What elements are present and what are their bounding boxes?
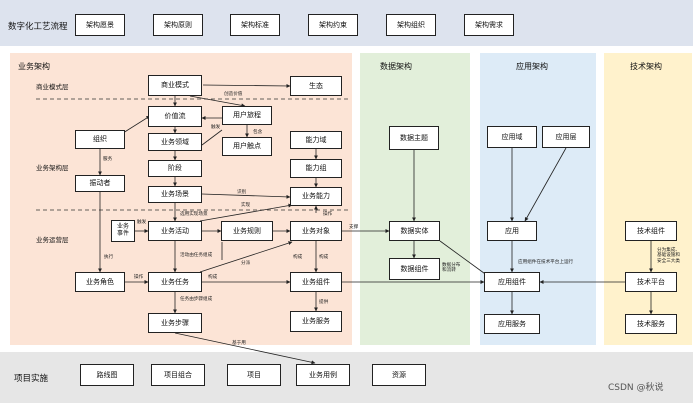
top-item-vision[interactable]: 架构愿景 xyxy=(75,14,125,36)
bottom-item-resources[interactable]: 资源 xyxy=(372,364,426,386)
edge-label-data-dist: 数据分布 和流转 xyxy=(442,263,461,274)
bottom-item-portfolio[interactable]: 项目组合 xyxy=(151,364,205,386)
node-app-component[interactable]: 应用组件 xyxy=(484,272,540,292)
top-item-organization[interactable]: 架构组织 xyxy=(386,14,436,36)
edge-label-app-run: 应用组件在技术平台上运行 xyxy=(518,260,574,265)
node-tech-service[interactable]: 技术服务 xyxy=(625,314,677,334)
edge-label-trigger2: 触发 xyxy=(137,220,147,225)
node-app-domain[interactable]: 应用域 xyxy=(487,126,537,148)
top-item-requirements[interactable]: 架构需求 xyxy=(464,14,514,36)
node-app-service[interactable]: 应用服务 xyxy=(484,314,540,334)
edge-label-identify: 识别 xyxy=(237,190,247,195)
node-business-component[interactable]: 业务组件 xyxy=(290,272,342,292)
app-title: 应用架构 xyxy=(516,62,548,71)
edge-label-operate: 操作 xyxy=(323,212,333,217)
layer-model: 商业模式层 xyxy=(36,83,69,91)
edge-label-implement: 实现 xyxy=(241,203,251,208)
edge-label-support: 支撑 xyxy=(349,225,359,230)
node-business-model[interactable]: 商业模式 xyxy=(148,75,202,96)
app-panel xyxy=(480,53,596,345)
top-item-constraints[interactable]: 架构约束 xyxy=(308,14,358,36)
node-stage[interactable]: 阶段 xyxy=(148,160,202,177)
tech-panel xyxy=(604,53,692,345)
top-title: 数字化工艺流程 xyxy=(8,22,68,32)
edge-label-include: 包含 xyxy=(253,130,263,135)
node-business-domain[interactable]: 业务领域 xyxy=(148,133,202,151)
data-title: 数据架构 xyxy=(380,62,412,71)
node-org[interactable]: 组织 xyxy=(75,130,125,149)
edge-label-execute: 执行 xyxy=(104,255,114,260)
layer-arch: 业务架构层 xyxy=(36,164,69,172)
node-ecology[interactable]: 生态 xyxy=(290,76,342,96)
node-user-journey[interactable]: 用户旅程 xyxy=(222,106,272,125)
node-business-object[interactable]: 业务对象 xyxy=(290,221,342,241)
csdn-watermark: CSDN @秋说 xyxy=(608,383,664,393)
node-business-capability[interactable]: 业务能力 xyxy=(290,187,342,206)
node-capability-domain[interactable]: 能力域 xyxy=(290,131,342,149)
node-tech-component[interactable]: 技术组件 xyxy=(625,221,677,241)
edge-label-serve: 服务 xyxy=(103,157,113,162)
node-app-layer[interactable]: 应用层 xyxy=(542,126,590,148)
edge-label-compose3: 构成 xyxy=(208,275,218,280)
edge-label-operate2: 操作 xyxy=(134,275,144,280)
node-data-topic[interactable]: 数据主题 xyxy=(389,126,439,150)
node-tech-platform[interactable]: 技术平台 xyxy=(625,272,677,292)
data-panel xyxy=(360,53,470,345)
edge-label-activity-task: 活动由任务组成 xyxy=(180,253,213,258)
node-data-entity[interactable]: 数据实体 xyxy=(389,221,440,241)
edge-label-tech-note: 分为集成、 基础设施和 安全三大类 xyxy=(657,248,680,264)
edge-label-compose1: 构成 xyxy=(293,255,303,260)
business-title: 业务架构 xyxy=(18,62,50,71)
edge-label-task-steps: 任务由步骤组成 xyxy=(180,297,213,302)
node-business-rule[interactable]: 业务规则 xyxy=(221,221,273,241)
edge-label-compose2: 构成 xyxy=(319,255,329,260)
node-app[interactable]: 应用 xyxy=(487,221,537,241)
bottom-title: 项目实施 xyxy=(14,374,49,384)
bottom-item-roadmap[interactable]: 路线图 xyxy=(80,364,134,386)
edge-label-assign: 分派 xyxy=(241,261,251,266)
edge-label-create-value: 创造价值 xyxy=(224,92,243,97)
edge-label-based-on: 基于用 xyxy=(232,341,246,346)
node-business-scenario[interactable]: 业务场景 xyxy=(148,186,202,203)
node-capability-group[interactable]: 能力组 xyxy=(290,159,342,178)
tech-title: 技术架构 xyxy=(630,62,662,71)
top-item-standards[interactable]: 架构标准 xyxy=(230,14,280,36)
edge-label-contains-scene: 选用实现场景 xyxy=(180,212,208,217)
node-value-stream[interactable]: 价值流 xyxy=(148,106,202,127)
node-business-service[interactable]: 业务服务 xyxy=(290,311,342,332)
node-business-event[interactable]: 业务 事件 xyxy=(111,220,135,242)
node-driver[interactable]: 振动者 xyxy=(75,175,125,192)
edge-label-trigger1: 触发 xyxy=(211,125,221,130)
layer-ops: 业务运营层 xyxy=(36,236,69,244)
edge-label-provide: 提供 xyxy=(319,300,329,305)
bottom-item-use-case[interactable]: 业务用例 xyxy=(296,364,350,386)
node-data-component[interactable]: 数据组件 xyxy=(389,258,440,280)
bottom-item-project[interactable]: 项目 xyxy=(227,364,281,386)
node-business-activity[interactable]: 业务活动 xyxy=(148,221,202,241)
node-business-task[interactable]: 业务任务 xyxy=(148,272,202,292)
node-business-step[interactable]: 业务步骤 xyxy=(148,313,202,333)
node-user-touchpoint[interactable]: 用户触点 xyxy=(222,137,272,156)
node-business-role[interactable]: 业务角色 xyxy=(75,272,125,292)
top-item-principles[interactable]: 架构原则 xyxy=(153,14,203,36)
